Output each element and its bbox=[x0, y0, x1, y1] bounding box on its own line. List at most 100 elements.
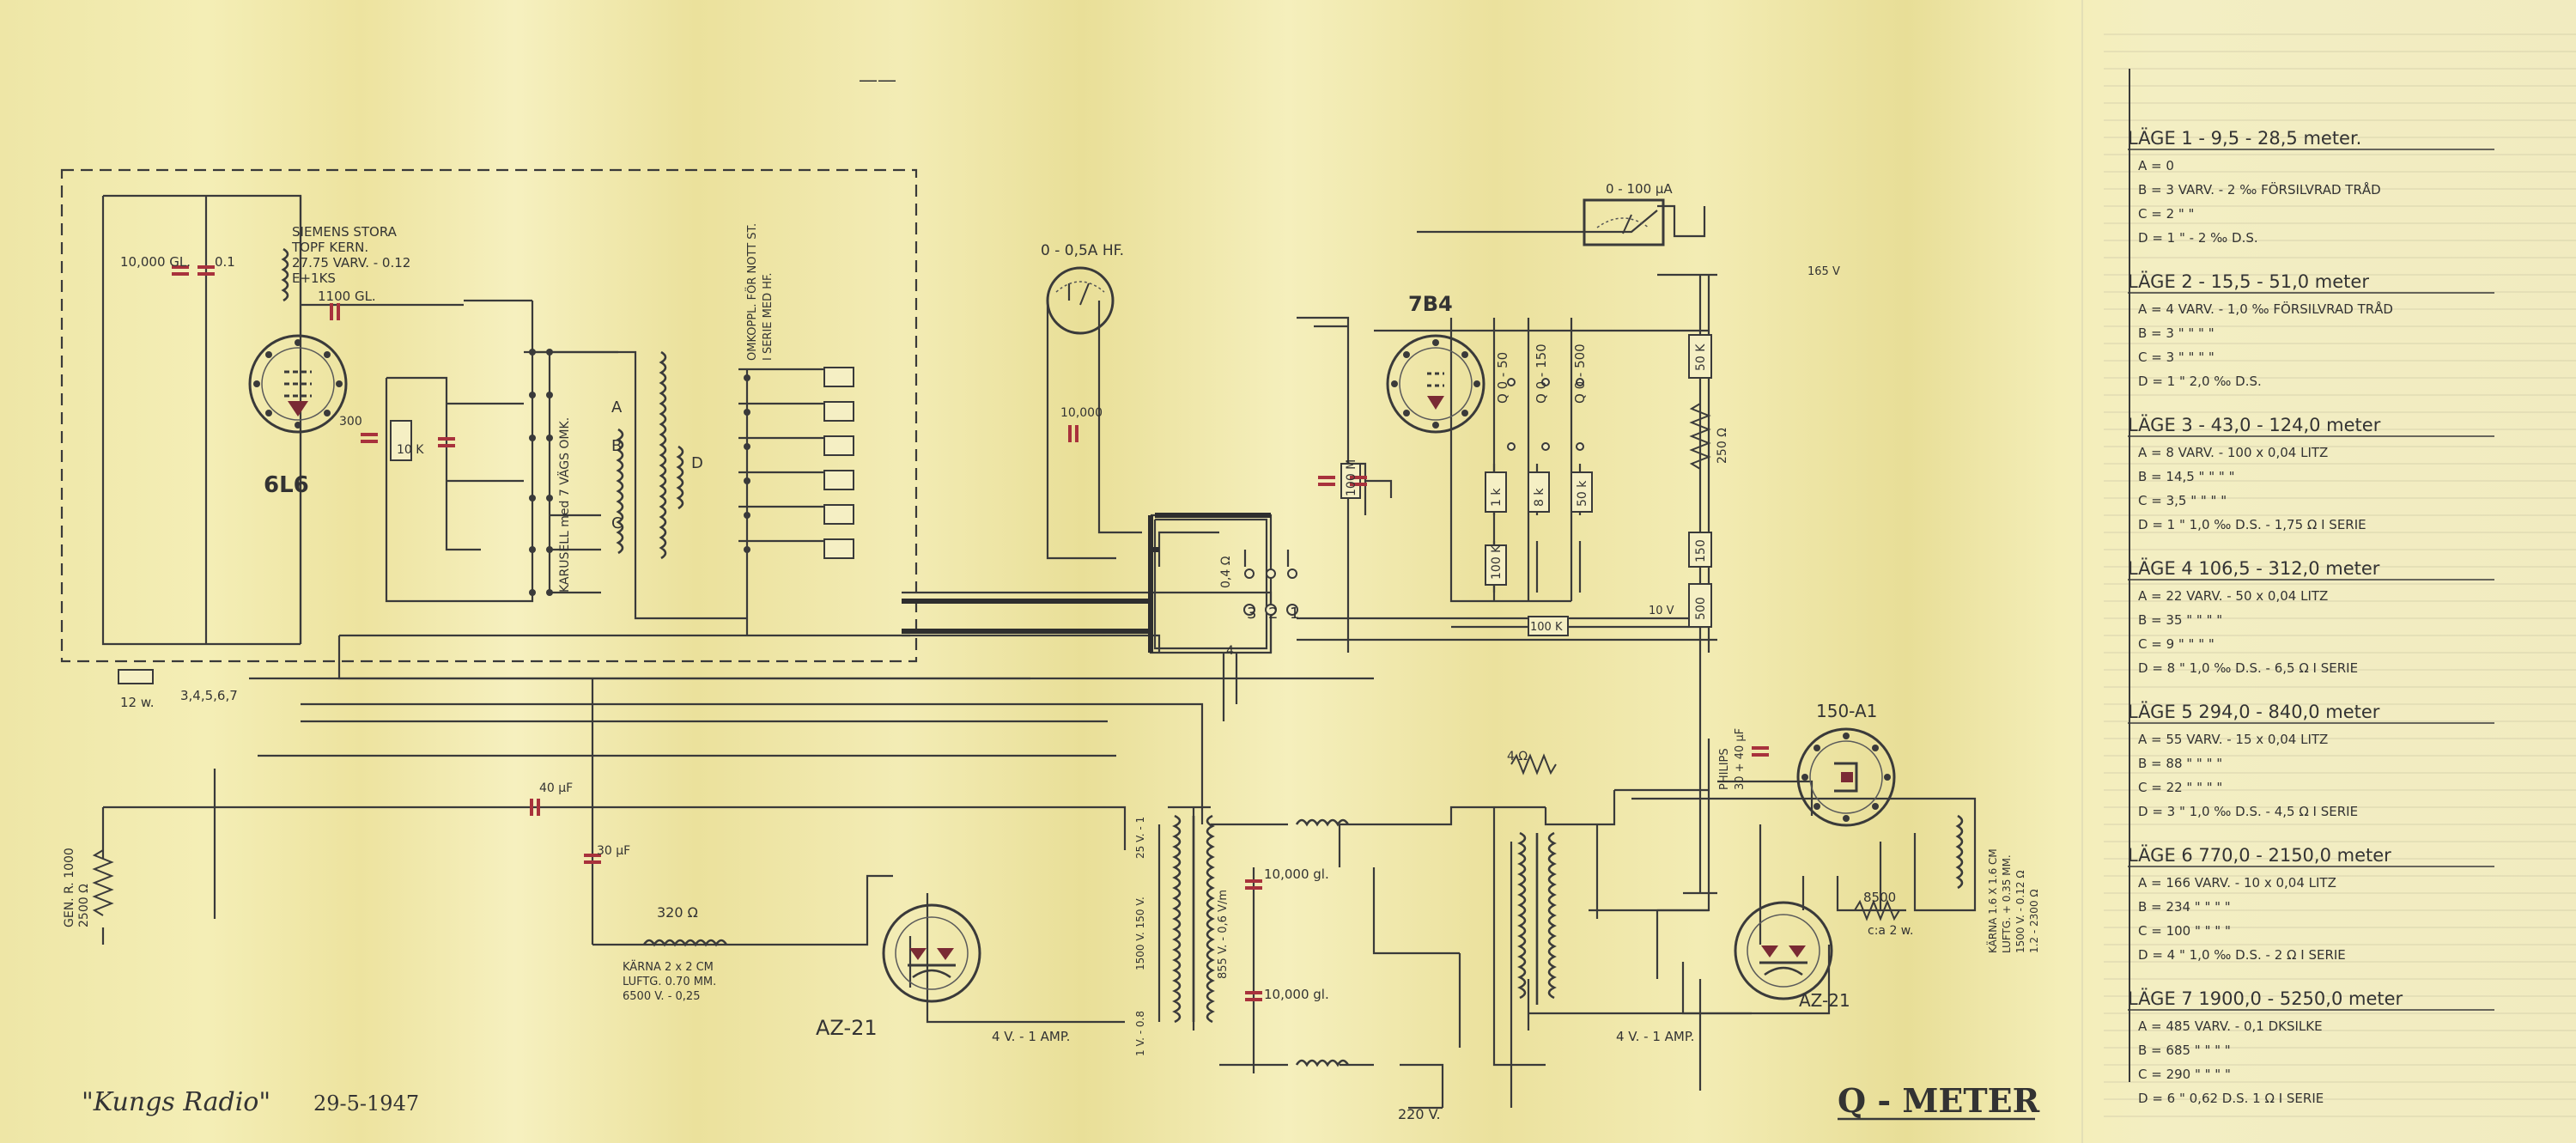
reg-cap-0: PHILIPS bbox=[1718, 748, 1731, 790]
carousel-label: KARUSELL med 7 VÄGS OMK. bbox=[556, 417, 572, 593]
range-line: A = 55 VARV. - 15 x 0,04 LITZ bbox=[2138, 732, 2328, 747]
filament-2: 4 V. - 1 AMP. bbox=[1616, 1029, 1694, 1044]
tube-150a1-symbol bbox=[1796, 727, 1896, 827]
gen-res-label: GEN. R. 1000 bbox=[63, 848, 76, 927]
range-line: C = 22 " " " " bbox=[2138, 780, 2222, 795]
terminal-dots bbox=[529, 349, 750, 596]
resistors bbox=[118, 334, 1712, 684]
rule-mark: —— bbox=[859, 70, 896, 91]
range-line: B = 3 " " " " bbox=[2138, 325, 2215, 341]
range-line: C = 100 " " " " bbox=[2138, 923, 2231, 939]
res-150: 150 bbox=[1694, 539, 1708, 562]
range-line: A = 4 VARV. - 1,0 ‰ FÖRSILVRAD TRÅD bbox=[2138, 301, 2393, 317]
range-line: D = 6 " 0,62 D.S. 1 Ω I SERIE bbox=[2138, 1091, 2324, 1106]
range-line: C = 290 " " " " bbox=[2138, 1067, 2231, 1082]
range-line: C = 9 " " " " bbox=[2138, 636, 2215, 652]
range-line: C = 3,5 " " " " bbox=[2138, 493, 2227, 508]
volt-165: 165 V bbox=[1807, 265, 1840, 278]
osc-coil-note-2: 27.75 VARV. - 0.12 bbox=[292, 255, 410, 271]
coil-letter-a: A bbox=[611, 398, 623, 416]
heavy-bus bbox=[902, 513, 1271, 653]
volt-10: 10 V bbox=[1649, 605, 1674, 617]
reg-choke-2: 1500 V. - 0.12 Ω bbox=[2014, 871, 2026, 954]
reg-choke-3: 1.2 - 2300 Ω bbox=[2028, 889, 2040, 953]
range-line: D = 8 " 1,0 ‰ D.S. - 6,5 Ω I SERIE bbox=[2138, 660, 2358, 676]
reg-res-1: c:a 2 w. bbox=[1868, 924, 1913, 938]
range-line: A = 166 VARV. - 10 x 0,04 LITZ bbox=[2138, 875, 2336, 891]
osc-cap-1: 10,000 GL. bbox=[120, 254, 191, 270]
hf-meter-label: 0 - 0,5A HF. bbox=[1041, 242, 1124, 259]
range-line: B = 88 " " " " bbox=[2138, 756, 2222, 771]
range-heading: LÄGE 7 1900,0 - 5250,0 meter bbox=[2128, 988, 2403, 1009]
range-line: D = 1 " 2,0 ‰ D.S. bbox=[2138, 374, 2262, 389]
range-line: A = 8 VARV. - 100 x 0,04 LITZ bbox=[2138, 445, 2328, 460]
osc-coil-note-3: E+1KS bbox=[292, 271, 336, 286]
range-line: C = 3 " " " " bbox=[2138, 350, 2215, 365]
ext-cap-2: 30 μF bbox=[597, 844, 630, 858]
res-4: 4 Ω bbox=[1507, 750, 1528, 763]
range-heading: LÄGE 5 294,0 - 840,0 meter bbox=[2128, 701, 2380, 722]
res-50k: 50 K bbox=[1694, 344, 1708, 371]
drawing-date: 29-5-1947 bbox=[313, 1091, 419, 1116]
coil-letter-c: C bbox=[611, 514, 623, 532]
range-heading: LÄGE 3 - 43,0 - 124,0 meter bbox=[2128, 414, 2381, 435]
coil-letter-d: D bbox=[691, 454, 703, 472]
range-line: B = 685 " " " " bbox=[2138, 1043, 2231, 1058]
choke-res: 320 Ω bbox=[657, 904, 698, 921]
choke-label-1: LUFTG. 0.70 MM. bbox=[623, 976, 716, 988]
res-500: 500 bbox=[1694, 597, 1708, 620]
tube-az21-right-symbol bbox=[1734, 901, 1833, 1000]
range-heading: LÄGE 4 106,5 - 312,0 meter bbox=[2128, 557, 2380, 579]
reg-choke-1: LUFTG. + 0.35 MM. bbox=[2001, 854, 2013, 953]
rectifier-1-label: AZ-21 bbox=[816, 1016, 878, 1040]
switch-num-3: 3 bbox=[1247, 605, 1256, 623]
vtvm-tube-label: 7B4 bbox=[1408, 292, 1453, 316]
range-line: D = 3 " 1,0 ‰ D.S. - 4,5 Ω I SERIE bbox=[2138, 804, 2358, 819]
range-rows: LÄGE 1 - 9,5 - 28,5 meter.A = 0B = 3 VAR… bbox=[2128, 127, 2494, 1106]
res-4 bbox=[1510, 753, 1557, 775]
microamp-meter-label: 0 - 100 μA bbox=[1606, 181, 1673, 197]
ps-cap-a: 10,000 gl. bbox=[1264, 866, 1329, 882]
res-250: 250 Ω bbox=[1716, 428, 1729, 464]
osc-tube-label: 6L6 bbox=[264, 472, 309, 498]
switch-num-2: 2 bbox=[1268, 605, 1278, 623]
osc-coil-note-0: SIEMENS STORA bbox=[292, 224, 398, 240]
range-line: A = 485 VARV. - 0,1 DKSILKE bbox=[2138, 1018, 2323, 1034]
filament-1: 4 V. - 1 AMP. bbox=[992, 1029, 1070, 1044]
drawing-title: Q - METER bbox=[1838, 1081, 2040, 1120]
res-100k-a: 100 K bbox=[1490, 544, 1504, 580]
range-table: LÄGE 1 - 9,5 - 28,5 meter.A = 0B = 3 VAR… bbox=[2081, 0, 2576, 1143]
gen-res bbox=[92, 849, 114, 916]
reg-choke-0: KÄRNA 1.6 X 1.6 CM bbox=[1986, 848, 1999, 953]
tube-6l6-symbol bbox=[248, 334, 348, 434]
mains-label: 220 V. bbox=[1398, 1106, 1441, 1122]
reg-res-0: 8500 bbox=[1863, 890, 1896, 905]
range-line: A = 22 VARV. - 50 x 0,04 LITZ bbox=[2138, 588, 2328, 604]
range-line: A = 0 bbox=[2138, 158, 2174, 173]
range-line: B = 14,5 " " " " bbox=[2138, 469, 2234, 484]
range-heading: LÄGE 6 770,0 - 2150,0 meter bbox=[2128, 844, 2391, 866]
regulator-tube-label: 150-A1 bbox=[1816, 701, 1877, 721]
range-line: B = 3 VARV. - 2 ‰ FÖRSILVRAD TRÅD bbox=[2138, 181, 2381, 198]
coils bbox=[281, 247, 1964, 1067]
table-ruling bbox=[2104, 33, 2576, 1117]
osc-cap-2: 0.1 bbox=[215, 254, 235, 270]
res-8500 bbox=[1854, 899, 1900, 921]
range-heading: LÄGE 2 - 15,5 - 51,0 meter bbox=[2128, 271, 2369, 292]
reg-cap-1: 30 + 40 μF bbox=[1734, 728, 1747, 790]
coil-letter-b: B bbox=[611, 437, 622, 455]
microamp-meter-symbol bbox=[1583, 198, 1665, 246]
osc-coil-note-1: TOPF KERN. bbox=[291, 240, 368, 255]
signature: "Kungs Radio" bbox=[82, 1087, 270, 1117]
switch-num-1: 1 bbox=[1290, 605, 1299, 623]
tube-7b4-symbol bbox=[1386, 334, 1485, 434]
pot-250 bbox=[1689, 403, 1711, 470]
res-100m: 100 M bbox=[1345, 459, 1358, 496]
tube-az21-left-symbol bbox=[882, 903, 981, 1003]
switch-contacts bbox=[1243, 378, 1584, 616]
range-line: D = 1 " 1,0 ‰ D.S. - 1,75 Ω I SERIE bbox=[2138, 517, 2366, 532]
res-50k-meter: 50 k bbox=[1576, 480, 1589, 507]
wiring bbox=[60, 168, 1977, 1110]
